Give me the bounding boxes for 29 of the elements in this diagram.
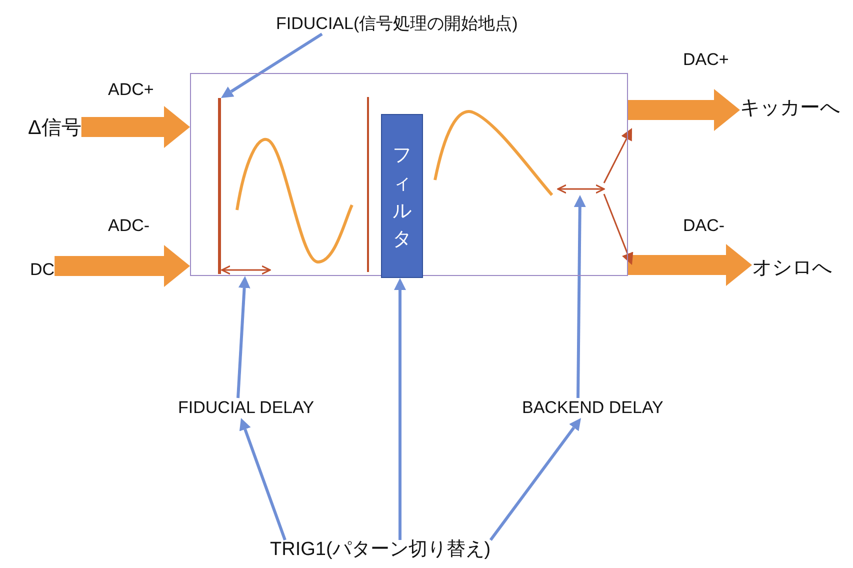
annotation-text: FIDUCIAL(信号処理の開始地点) <box>276 14 518 34</box>
input-label: Δ信号 <box>28 118 82 138</box>
trigger-label: TRIG1(パターン切り替え) <box>270 540 491 560</box>
delay-label: BACKEND DELAY <box>522 398 664 418</box>
input-label: DC <box>30 260 55 280</box>
arrow <box>239 418 286 540</box>
arrow <box>574 195 586 398</box>
delay-label: FIDUCIAL DELAY <box>178 398 314 418</box>
delay-marker <box>557 183 605 195</box>
arrow <box>394 278 406 540</box>
output-label: キッカーへ <box>740 98 840 118</box>
edge-label: ADC+ <box>108 80 154 100</box>
output-label: オシロへ <box>752 258 832 278</box>
fiducial-line <box>218 98 221 274</box>
edge-label: DAC- <box>683 216 725 236</box>
signal-arrow <box>628 244 752 286</box>
signal-arrow <box>628 89 740 131</box>
edge-label: DAC+ <box>683 50 729 70</box>
filter-box: フィルタ <box>381 114 423 278</box>
edge-label: ADC- <box>108 216 150 236</box>
processing-box <box>190 73 628 276</box>
arrow <box>221 32 323 98</box>
arrow <box>603 194 634 265</box>
arrow <box>236 276 250 398</box>
delay-marker <box>221 264 271 276</box>
signal-arrow <box>81 106 190 148</box>
signal-arrow <box>54 245 190 287</box>
arrow <box>603 128 632 184</box>
arrow <box>489 418 581 541</box>
